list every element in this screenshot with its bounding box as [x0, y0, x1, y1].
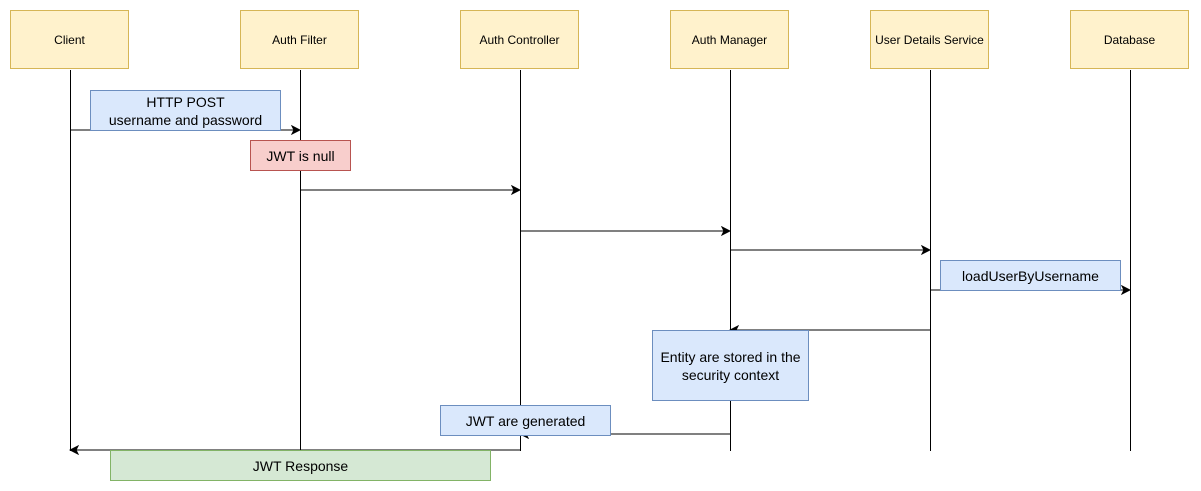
lifeline-user-details-service — [930, 70, 931, 451]
note-jwt-null: JWT is null — [250, 140, 351, 171]
note-jwt-generated-text: JWT are generated — [465, 412, 586, 429]
participant-client-label: Client — [54, 32, 85, 47]
note-jwt-response: JWT Response — [110, 450, 491, 481]
note-jwt-response-text: JWT Response — [252, 457, 349, 474]
participant-auth-filter-label: Auth Filter — [272, 32, 327, 47]
lifeline-auth-controller — [520, 70, 521, 451]
participant-user-details-service-label: User Details Service — [875, 32, 984, 47]
participant-auth-filter[interactable]: Auth Filter — [240, 10, 359, 69]
lifeline-database — [1130, 70, 1131, 451]
participant-client[interactable]: Client — [10, 10, 129, 69]
participant-auth-manager[interactable]: Auth Manager — [670, 10, 789, 69]
note-jwt-null-text: JWT is null — [266, 147, 335, 164]
participant-auth-controller[interactable]: Auth Controller — [460, 10, 579, 69]
participant-user-details-service[interactable]: User Details Service — [870, 10, 989, 69]
note-http-post: HTTP POST username and password — [90, 90, 281, 131]
participant-auth-manager-label: Auth Manager — [691, 32, 768, 47]
participant-database-label: Database — [1103, 32, 1156, 47]
note-entity-stored: Entity are stored in the security contex… — [652, 330, 809, 401]
note-entity-stored-text: Entity are stored in the security contex… — [660, 348, 801, 383]
lifeline-client — [70, 70, 71, 451]
lifeline-auth-filter — [300, 70, 301, 451]
note-jwt-generated: JWT are generated — [440, 405, 611, 436]
note-load-user: loadUserByUsername — [940, 260, 1121, 291]
participant-database[interactable]: Database — [1070, 10, 1189, 69]
note-http-post-text: HTTP POST username and password — [108, 93, 263, 128]
participant-auth-controller-label: Auth Controller — [479, 32, 560, 47]
note-load-user-text: loadUserByUsername — [962, 267, 1099, 284]
lifeline-auth-manager — [730, 70, 731, 451]
